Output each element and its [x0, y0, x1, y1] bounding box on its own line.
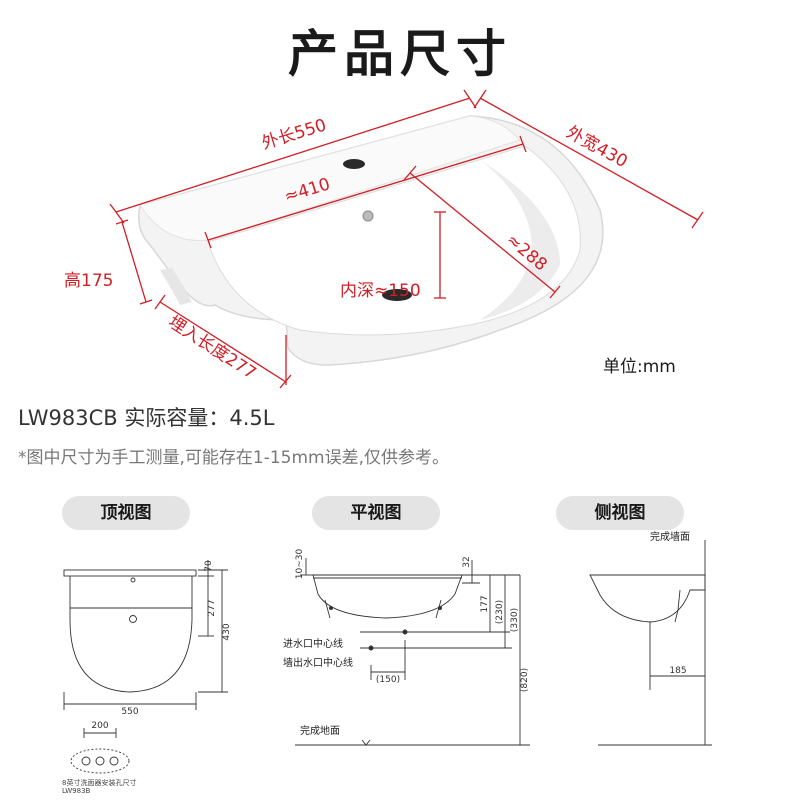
- technical-drawings: 70 277 430 550 200 8英寸洗面器安装孔尺寸 LW983B 10…: [0, 525, 800, 800]
- plan-dim-10-30: 10~30: [295, 549, 305, 580]
- top-dim-430: 430: [222, 623, 232, 640]
- top-dim-550: 550: [121, 707, 138, 717]
- top-dim-200: 200: [91, 721, 108, 731]
- product-photo: 外长550 外宽430 ≈410 ≈288 内深≈150 高175 埋入长度27…: [0, 80, 800, 400]
- plan-view-basin: [312, 574, 463, 619]
- template-caption: 8英寸洗面器安装孔尺寸: [62, 778, 136, 787]
- side-dim-185: 185: [669, 666, 686, 676]
- wall-outlet-centerline-label: 墙出水口中心线: [283, 656, 353, 669]
- finished-floor-label: 完成地面: [300, 724, 340, 737]
- plan-dim-230: (230): [495, 600, 505, 624]
- unit-label: 单位:mm: [603, 357, 676, 377]
- plan-dim-820: (820): [520, 668, 530, 692]
- plan-view-pill: 平视图: [312, 496, 440, 530]
- height-label: 高175: [64, 271, 114, 291]
- top-dim-70: 70: [204, 560, 214, 572]
- page-title: 产品尺寸: [288, 25, 512, 83]
- top-view-outline: [69, 576, 193, 693]
- finished-wall-text: 完成墙面: [650, 532, 690, 543]
- side-view-basin: [589, 574, 706, 623]
- inlet-centerline-label: 进水口中心线: [283, 637, 343, 650]
- inner-depth-label: 内深≈150: [340, 281, 421, 301]
- top-view-deck: [63, 569, 197, 577]
- plan-dim-150: (150): [376, 675, 400, 685]
- top-view-pill: 顶视图: [62, 496, 190, 530]
- plan-dim-177: 177: [480, 595, 490, 612]
- plan-dim-330: (330): [510, 608, 520, 632]
- basin-illustration: [109, 89, 704, 389]
- plan-dim-32: 32: [462, 556, 472, 567]
- side-view-pill: 侧视图: [556, 496, 684, 530]
- technical-drawings-svg: 70 277 430 550 200 8英寸洗面器安装孔尺寸 LW983B 10…: [62, 525, 712, 795]
- template-model: LW983B: [62, 787, 91, 795]
- capacity-text: LW983CB 实际容量：4.5L: [18, 406, 275, 430]
- top-dim-277: 277: [207, 599, 217, 616]
- disclaimer-note: *图中尺寸为手工测量,可能存在1-15mm误差,仅供参考。: [18, 448, 450, 468]
